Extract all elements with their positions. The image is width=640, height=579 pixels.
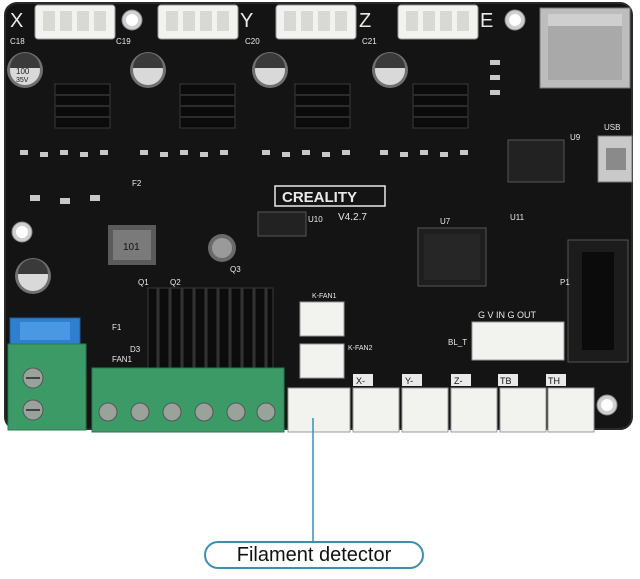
label-q3: Q3 bbox=[230, 265, 241, 274]
bltouch-pins: G V IN G OUT bbox=[478, 310, 537, 320]
cap-text-v: 35V bbox=[16, 77, 29, 84]
label-d3: D3 bbox=[130, 345, 141, 354]
callout-text: Filament detector bbox=[236, 543, 392, 566]
inductor: 101 bbox=[108, 225, 156, 265]
electrolytic-capacitors: 100 35V bbox=[7, 52, 408, 294]
usb-ic bbox=[507, 139, 565, 183]
mcu-chip: U7 bbox=[417, 217, 487, 287]
inductor-text: 101 bbox=[123, 242, 140, 253]
driver-ic bbox=[257, 211, 307, 237]
axis-label-e: E bbox=[480, 10, 493, 32]
label-kfan1: K-FAN1 bbox=[312, 293, 337, 300]
label-f2: F2 bbox=[132, 179, 142, 188]
cap-text: 100 bbox=[16, 67, 30, 76]
label-c20: C20 bbox=[245, 37, 260, 46]
label-c18: C18 bbox=[10, 37, 25, 46]
axis-label-x: X bbox=[10, 10, 23, 32]
label-u10: U10 bbox=[308, 215, 323, 224]
usb-port: USB bbox=[597, 123, 633, 183]
label-tb: TB bbox=[500, 376, 512, 386]
label-c19: C19 bbox=[116, 37, 131, 46]
mounting-holes bbox=[11, 9, 618, 416]
bltouch-label: BL_T bbox=[448, 338, 467, 347]
terminal-block bbox=[91, 367, 285, 433]
label-y-minus: Y- bbox=[405, 376, 413, 386]
mosfet-heatsink bbox=[147, 287, 274, 384]
label-u9: U9 bbox=[570, 133, 581, 142]
axis-label-y: Y bbox=[240, 10, 253, 32]
axis-label-z: Z bbox=[359, 10, 371, 32]
endstop-headers bbox=[287, 387, 595, 433]
label-q1: Q1 bbox=[138, 278, 149, 287]
label-fan1: FAN1 bbox=[112, 355, 133, 364]
smd-components bbox=[20, 60, 500, 204]
label-u7: U7 bbox=[440, 217, 451, 226]
label-kfan2: K-FAN2 bbox=[348, 345, 373, 352]
sd-card-slot bbox=[539, 7, 631, 89]
stepper-connectors bbox=[34, 4, 479, 40]
brand-text: CREALITY bbox=[282, 189, 357, 206]
label-x-minus: X- bbox=[356, 376, 365, 386]
bltouch-connector: G V IN G OUT BL_T bbox=[448, 310, 565, 361]
label-th: TH bbox=[548, 376, 560, 386]
label-q2: Q2 bbox=[170, 278, 181, 287]
label-c21: C21 bbox=[362, 37, 377, 46]
usb-label: USB bbox=[604, 123, 620, 132]
version-text: V4.2.7 bbox=[338, 212, 367, 223]
filament-detector-callout: Filament detector bbox=[204, 541, 424, 569]
lcd-header: P1 bbox=[560, 239, 629, 363]
label-z-minus: Z- bbox=[454, 376, 463, 386]
label-u11: U11 bbox=[510, 213, 525, 222]
label-f1: F1 bbox=[112, 323, 122, 332]
brand-logo: CREALITY V4.2.7 bbox=[274, 185, 386, 223]
filament-detector-header bbox=[287, 387, 351, 433]
fan-connectors: K-FAN1 K-FAN2 bbox=[299, 293, 373, 379]
power-terminal bbox=[7, 317, 87, 431]
label-p1: P1 bbox=[560, 278, 570, 287]
